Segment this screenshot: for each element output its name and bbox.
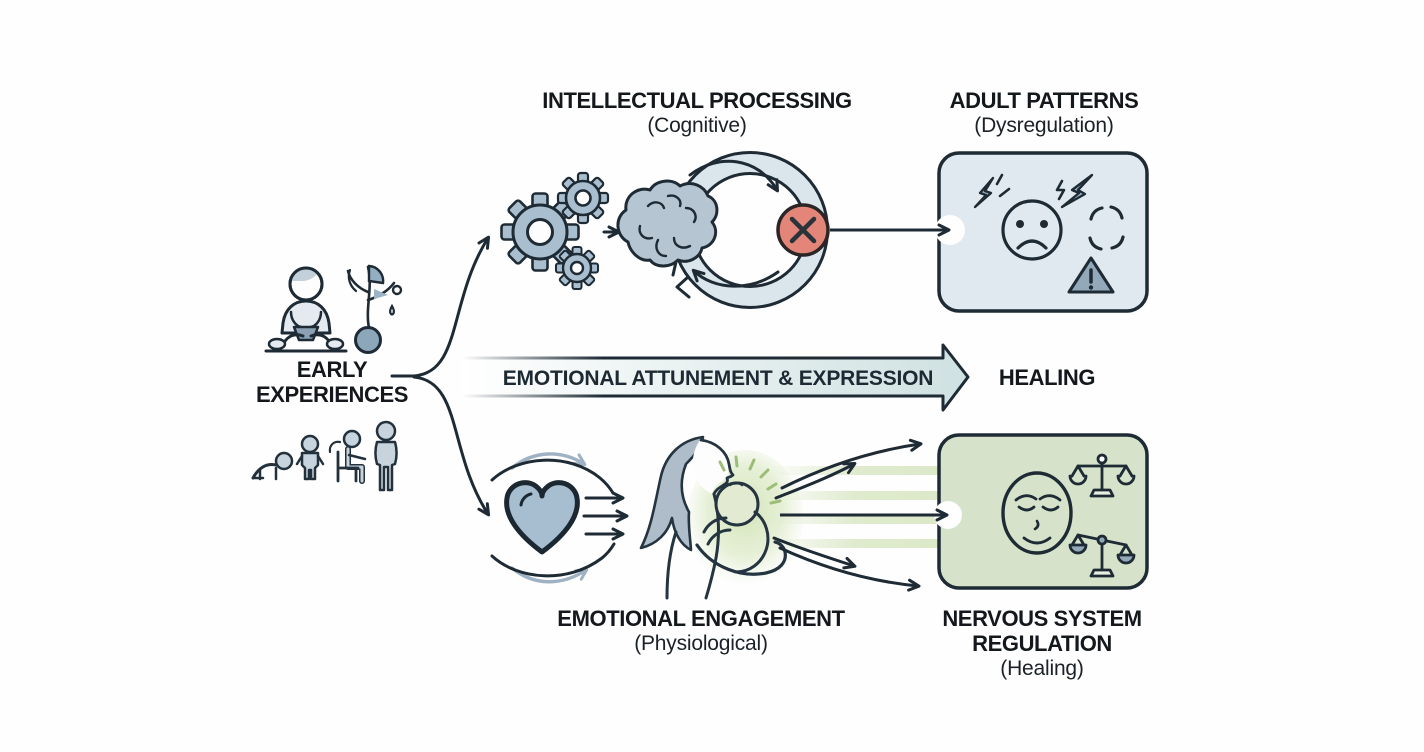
blocked-x-icon (776, 203, 830, 257)
brain-icon (616, 179, 719, 277)
bottom-outcome-title-line1: NERVOUS SYSTEM (942, 606, 1142, 631)
tilted-scale-icon (1068, 533, 1136, 578)
adult-patterns-box (935, 151, 1149, 313)
bottom-path-label: EMOTIONAL ENGAGEMENT (Physiological) (557, 606, 845, 656)
source-title-line2: EXPERIENCES (255, 382, 409, 407)
distress-face-icon (1001, 199, 1063, 261)
branch-connector (390, 235, 491, 517)
source-title-line1: EARLY (296, 357, 368, 382)
warning-triangle-icon (1067, 256, 1115, 294)
heart-flow-arrows (490, 452, 629, 584)
heart-icon (504, 480, 580, 555)
top-outcome-title: ADULT PATTERNS (949, 88, 1139, 113)
attunement-arrow-label: EMOTIONAL ATTUNEMENT & EXPRESSION (502, 367, 934, 390)
top-path-subtitle: (Cognitive) (647, 114, 747, 137)
growth-stages-icon (251, 420, 398, 492)
top-path-title: INTELLECTUAL PROCESSING (542, 88, 852, 113)
top-outcome-subtitle: (Dysregulation) (974, 114, 1114, 137)
regulation-fan-arrows (772, 438, 923, 592)
top-path-label: INTELLECTUAL PROCESSING (Cognitive) (542, 88, 852, 138)
glow-streaks (768, 466, 940, 548)
sprout-icon (346, 264, 403, 354)
bottom-path-subtitle: (Physiological) (634, 632, 768, 655)
healing-label: HEALING (998, 365, 1096, 390)
calm-face-icon (1001, 471, 1073, 555)
attunement-arrow (462, 343, 970, 412)
anger-burst-icon (1088, 205, 1125, 251)
top-outcome-label: ADULT PATTERNS (Dysregulation) (950, 88, 1139, 138)
child-sitting-icon (264, 266, 348, 353)
bottom-path-title: EMOTIONAL ENGAGEMENT (557, 606, 845, 631)
bottom-outcome-subtitle: (Healing) (1000, 657, 1084, 680)
source-label: EARLY EXPERIENCES (256, 357, 408, 407)
nervous-system-box (934, 433, 1149, 590)
gears-icon (500, 171, 610, 290)
radiance-dashes (718, 455, 782, 505)
balanced-scale-icon (1068, 453, 1136, 498)
mother-child-icon (639, 435, 787, 600)
lightning-icon (973, 173, 1094, 209)
bottom-outcome-label: NERVOUS SYSTEM REGULATION (Healing) (942, 606, 1142, 681)
bottom-outcome-title-line2: REGULATION (972, 631, 1112, 656)
